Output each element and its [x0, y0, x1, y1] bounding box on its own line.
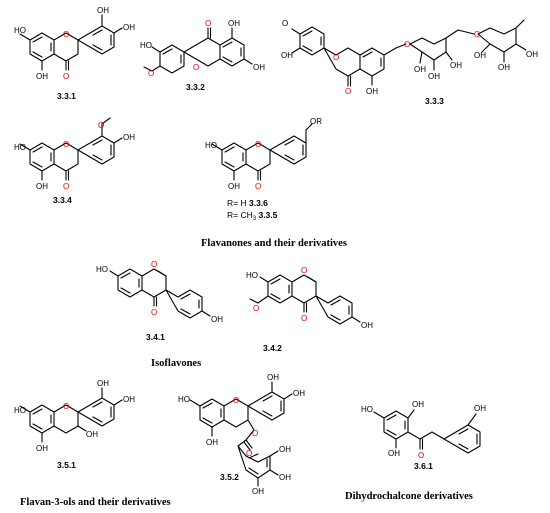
r-label-ch3: R= CH3 3.3.5	[227, 210, 278, 222]
structure-3-3-4: HO O OH O O OH 3.3.4	[14, 117, 135, 205]
atom-ho: HO	[178, 395, 190, 404]
compound-id-3-3-1: 3.3.1	[57, 91, 76, 101]
structure-3-3-6-3-3-5: HO O OH O OR R= H 3.3.6 R= CH3 3.3.5	[205, 117, 322, 222]
atom-oh: OH	[366, 87, 378, 96]
atom-oh: OH	[36, 444, 48, 453]
atom-o: O	[252, 429, 258, 438]
atom-o: O	[193, 63, 199, 72]
atom-oh: OH	[123, 133, 135, 142]
atom-oh: OH	[228, 182, 240, 191]
atom-o: O	[255, 140, 261, 149]
atom-o: O	[151, 308, 157, 317]
atom-oh: OH	[526, 50, 538, 59]
atom-o: O	[255, 182, 261, 191]
atom-o: O	[151, 260, 157, 269]
structure-3-6-1: HO OH OH O OH 3.6.1	[361, 400, 486, 471]
compound-id-3-3-2: 3.3.2	[186, 82, 205, 92]
atom-or: OR	[310, 117, 322, 126]
atom-ho: HO	[96, 265, 108, 274]
atom-oh: OH	[252, 487, 264, 496]
atom-ho: HO	[14, 26, 26, 35]
atom-o: O	[63, 402, 69, 411]
atom-oh: OH	[228, 19, 240, 28]
compound-id-3-3-3: 3.3.3	[425, 96, 444, 106]
atom-oh: OH	[253, 63, 265, 72]
atom-oh: OH	[388, 449, 400, 458]
atom-ho: HO	[246, 271, 258, 280]
atom-o: O	[333, 53, 339, 62]
section-title-dihydrochalcones: Dihydrochalcone derivatives	[345, 491, 473, 502]
section-title-flavan-3-ols: Flavan-3-ols and their derivatives	[20, 497, 171, 508]
r-label-h: R= H 3.3.6	[227, 198, 268, 208]
compound-id-3-5-1: 3.5.1	[57, 460, 76, 470]
atom-oh: OH	[211, 315, 223, 324]
structure-3-4-1: HO O O OH 3.4.1	[96, 260, 223, 342]
structure-3-3-1: HO O OH O OH OH 3.3.1	[14, 6, 135, 101]
compound-id-3-3-4: 3.3.4	[53, 195, 72, 205]
atom-o: O	[301, 266, 307, 275]
atom-o: O	[418, 451, 424, 460]
atom-o: O	[474, 30, 480, 39]
structure-3-3-3: O OH O O OH O O OH OH OH OH OH OH 3.3.3	[281, 19, 538, 106]
atom-o: O	[404, 40, 410, 49]
atom-oh: OH	[97, 379, 109, 388]
atom-oh: OH	[412, 400, 424, 409]
atom-oh: OH	[123, 395, 135, 404]
atom-oh: OH	[450, 61, 462, 70]
atom-oh: OH	[97, 6, 109, 15]
structure-3-3-2: O OH OH HO O O 3.3.2	[140, 19, 265, 92]
atom-oh: OH	[279, 445, 291, 454]
atom-oh: OH	[474, 51, 486, 60]
atom-oh: OH	[36, 182, 48, 191]
atom-o: O	[233, 396, 239, 405]
atom-o: O	[148, 69, 154, 78]
structure-3-4-2: HO O O O OH 3.4.2	[246, 266, 373, 353]
atom-oh: OH	[279, 473, 291, 482]
compound-id-3-6-1: 3.6.1	[414, 461, 433, 471]
atom-oh: OH	[361, 321, 373, 330]
atom-o: O	[63, 30, 69, 39]
atom-ho: HO	[361, 405, 373, 414]
atom-oh: OH	[86, 430, 98, 439]
atom-oh: OH	[293, 389, 305, 398]
atom-oh: OH	[267, 373, 279, 382]
atom-oh: OH	[498, 63, 510, 72]
atom-o: O	[63, 72, 69, 81]
atom-o: O	[282, 19, 288, 28]
atom-ho: HO	[14, 406, 26, 415]
structure-3-5-1: HO O OH OH OH OH 3.5.1	[14, 379, 135, 470]
atom-ho: HO	[205, 141, 217, 150]
structure-3-5-2: HO O OH O O OH OH OH OH OH 3.5.2	[178, 373, 305, 496]
compound-id-3-5-2: 3.5.2	[220, 472, 239, 482]
atom-o: O	[246, 449, 252, 458]
atom-ho: HO	[14, 143, 26, 152]
atom-oh: OH	[206, 438, 218, 447]
atom-ho: HO	[140, 41, 152, 50]
atom-oh: OH	[123, 23, 135, 32]
section-title-flavanones: Flavanones and their derivatives	[201, 238, 347, 249]
section-title-isoflavones: Isoflavones	[151, 358, 201, 369]
atom-oh: OH	[428, 72, 440, 81]
atom-o: O	[63, 140, 69, 149]
atom-oh: OH	[281, 51, 293, 60]
atom-o: O	[345, 87, 351, 96]
atom-oh: OH	[36, 72, 48, 81]
atom-oh: OH	[474, 404, 486, 413]
atom-o: O	[98, 121, 104, 130]
atom-o: O	[63, 182, 69, 191]
atom-o: O	[205, 19, 211, 28]
compound-id-3-4-2: 3.4.2	[263, 343, 282, 353]
compound-id-3-4-1: 3.4.1	[146, 332, 165, 342]
atom-o: O	[301, 314, 307, 323]
atom-o: O	[253, 304, 259, 313]
atom-oh: OH	[414, 65, 426, 74]
